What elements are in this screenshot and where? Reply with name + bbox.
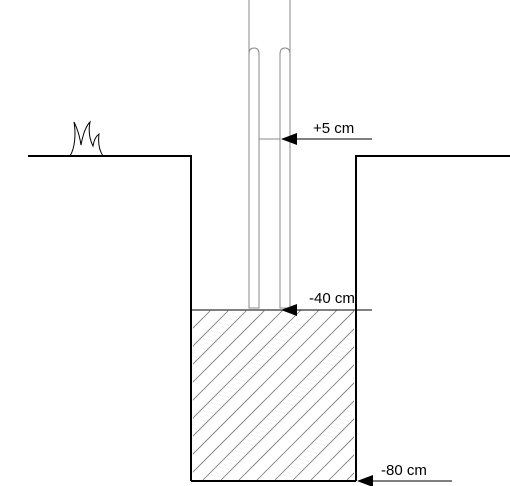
hatch-line xyxy=(202,328,354,480)
hatch-line xyxy=(193,310,194,311)
post-right-leg xyxy=(279,0,291,309)
hatch-line xyxy=(328,454,354,480)
hatch-line xyxy=(310,436,354,480)
hatch-line xyxy=(193,310,354,473)
concrete-hatching xyxy=(193,310,354,480)
hatch-line xyxy=(193,310,266,383)
dimension-post-top: +5 cm xyxy=(281,120,372,145)
hatch-line xyxy=(193,310,230,347)
label-post-bottom: -40 cm xyxy=(309,290,355,307)
dimension-post-bottom: -40 cm xyxy=(281,290,372,316)
ground-right xyxy=(355,155,510,481)
post-profile xyxy=(248,0,291,309)
hatch-line xyxy=(193,310,284,401)
label-foundation-bottom: -80 cm xyxy=(381,462,427,479)
hatch-line xyxy=(193,310,320,437)
hatch-line xyxy=(256,382,354,480)
hatch-line xyxy=(238,364,354,480)
post-left-leg xyxy=(248,0,260,309)
hatch-line xyxy=(220,346,354,480)
ground-left xyxy=(28,155,192,481)
hatch-line xyxy=(274,400,354,480)
hatch-line xyxy=(193,310,212,329)
hatch-line xyxy=(193,310,248,365)
grass-tuft-icon xyxy=(69,120,104,157)
hatch-line xyxy=(346,472,354,480)
hatch-line xyxy=(193,310,338,455)
hatch-line xyxy=(193,310,302,419)
hatch-line xyxy=(292,418,354,480)
dimension-foundation-bottom: -80 cm xyxy=(357,462,452,486)
label-post-top: +5 cm xyxy=(313,120,354,137)
